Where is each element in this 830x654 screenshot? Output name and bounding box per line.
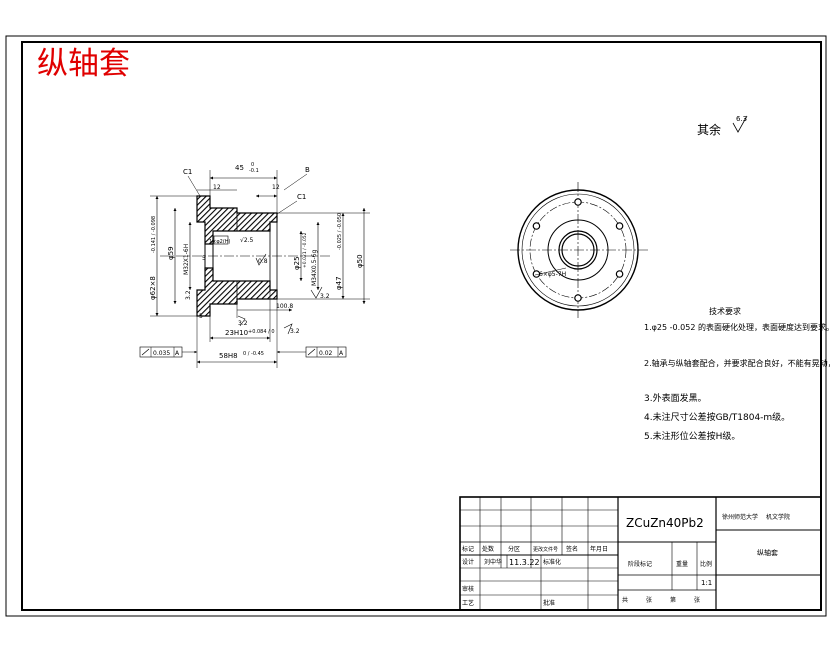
inner-border xyxy=(21,41,822,611)
dim-phi50: φ50 xyxy=(356,254,364,268)
svg-text:第: 第 xyxy=(670,596,676,604)
tech-item-4: 4.未注尺寸公差按GB/T1804-m级。 xyxy=(644,411,790,423)
roughness-symbol-icon xyxy=(732,115,748,133)
surface-finish-label: 其余 xyxy=(697,122,721,137)
ftol-frame-right: 0.02 A xyxy=(277,346,347,358)
dim-phi25: φ25 xyxy=(293,256,301,270)
dim-left-small: 5 xyxy=(199,313,203,320)
dim-45: 45 xyxy=(235,164,244,172)
tech-heading: 技术要求 xyxy=(709,306,741,316)
ftol-left-ref: A xyxy=(175,350,180,357)
bolt-hole xyxy=(532,222,541,230)
tech-item-1: 1.φ25 -0.052 的表面硬化处理，表面硬度达到要求。 xyxy=(644,322,830,332)
dim-phi59: φ59 xyxy=(167,246,175,260)
date: 11.3.22 xyxy=(509,558,540,567)
hole-label: 6×φ5-7H xyxy=(539,271,566,278)
part-name: 纵轴套 xyxy=(757,548,778,557)
bolt-hole xyxy=(574,198,582,206)
leader-c1-top: C1 xyxy=(183,168,192,176)
section-view: 45 0 -0.1 12 12 C1 B C1 φ62×8 -0.141 / -… xyxy=(139,162,370,368)
dim-phi62: φ62×8 xyxy=(149,276,157,300)
svg-text:年月日: 年月日 xyxy=(590,545,608,553)
dim-phi25-tol: +0.021 / -0.052 xyxy=(302,232,308,268)
svg-text:张: 张 xyxy=(694,596,700,604)
roughness-2-5: √2.5 xyxy=(240,237,254,244)
dim-45-tol-up: 0 xyxy=(251,162,254,168)
svg-text:标记: 标记 xyxy=(462,545,474,553)
outer-circle xyxy=(517,189,639,311)
design-label: 设计 xyxy=(462,558,474,566)
material: ZCuZn40Pb2 xyxy=(626,516,704,530)
dim-23-tol: +0.084 / 0 xyxy=(248,329,275,335)
surface-finish-note: 其余 6.3 xyxy=(697,115,748,137)
svg-text:张: 张 xyxy=(646,596,652,604)
svg-text:分区: 分区 xyxy=(508,545,520,553)
designer: 刘中华 xyxy=(484,558,502,566)
roughness-3-2-a: 3.2 xyxy=(320,293,330,300)
svg-text:签名: 签名 xyxy=(566,545,578,553)
dim-23: 23H10 xyxy=(225,329,248,337)
title-block-text: ZCuZn40Pb2 徐州师范大学 机文学院 纵轴套 标记 处数 分区 更改文件… xyxy=(462,513,790,607)
surface-finish-value: 6.3 xyxy=(736,115,747,123)
drawing-title: 纵轴套 xyxy=(37,46,130,82)
ftol-frame-left: 0.035 A xyxy=(139,346,197,358)
roughness-3-2-c: 3.2 xyxy=(290,328,300,335)
ftol-right-value: 0.02 xyxy=(319,350,333,357)
svg-text:比例: 比例 xyxy=(700,560,712,568)
tech-item-5: 5.未注形位公差按H级。 xyxy=(644,430,740,442)
bolt-hole xyxy=(574,294,582,302)
dim-thread-left: M32X1-6H xyxy=(183,244,190,275)
roughness-left: 3.2 xyxy=(185,290,192,300)
roughness-0-8: 0.8 xyxy=(258,258,268,265)
svg-text:更改文件号: 更改文件号 xyxy=(533,546,558,553)
svg-text:阶段标记: 阶段标记 xyxy=(628,560,652,568)
scale: 1:1 xyxy=(701,579,712,587)
dim-inner-a: 1×φ2(H) xyxy=(209,239,231,245)
leader-b: B xyxy=(305,166,310,174)
svg-text:处数: 处数 xyxy=(482,545,494,553)
university: 徐州师范大学 xyxy=(722,513,758,521)
dim-58-tol: 0 / -0.45 xyxy=(243,351,264,357)
ftol-left-value: 0.035 xyxy=(153,350,170,357)
dim-thread-right: M34X0.5-6g xyxy=(311,250,318,286)
dim-45-tol-lo: -0.1 xyxy=(249,168,259,174)
title-block xyxy=(459,496,822,611)
dim-inner-b: 5 xyxy=(202,255,206,262)
dim-12a: 12 xyxy=(213,184,221,191)
dim-phi47-tol: -0.025 / -0.050 xyxy=(337,213,343,250)
svg-text:共: 共 xyxy=(622,596,628,604)
tech-item-2: 2.轴承与纵轴套配合，并要求配合良好，不能有晃动，尺寸达到E8要求。 xyxy=(644,358,830,368)
roughness-3-2-b: 3.2 xyxy=(238,320,248,327)
tech-requirements: 技术要求 1.φ25 -0.052 的表面硬化处理，表面硬度达到要求。 2.轴承… xyxy=(644,306,830,442)
dim-phi47: φ47 xyxy=(335,276,343,290)
ftol-right-ref: A xyxy=(339,350,344,357)
end-view: 6×φ5-7H xyxy=(510,182,648,318)
dept: 机文学院 xyxy=(766,513,790,521)
bolt-hole xyxy=(615,270,624,278)
dim-12b: 12 xyxy=(272,184,280,191)
svg-text:审核: 审核 xyxy=(462,585,474,593)
outer-border xyxy=(5,35,827,617)
dim-58: 58H8 xyxy=(219,352,238,360)
dim-phi62-tol: -0.141 / -0.098 xyxy=(151,216,157,253)
tech-item-3: 3.外表面发黑。 xyxy=(644,392,707,404)
svg-text:工艺: 工艺 xyxy=(462,599,474,607)
leader-c1-right: C1 xyxy=(297,193,306,201)
bolt-holes xyxy=(532,198,624,302)
svg-text:标准化: 标准化 xyxy=(543,558,561,566)
svg-text:重量: 重量 xyxy=(676,560,688,568)
dim-100: 100.8 xyxy=(276,303,293,310)
svg-text:批准: 批准 xyxy=(543,599,555,607)
bolt-hole xyxy=(615,222,624,230)
